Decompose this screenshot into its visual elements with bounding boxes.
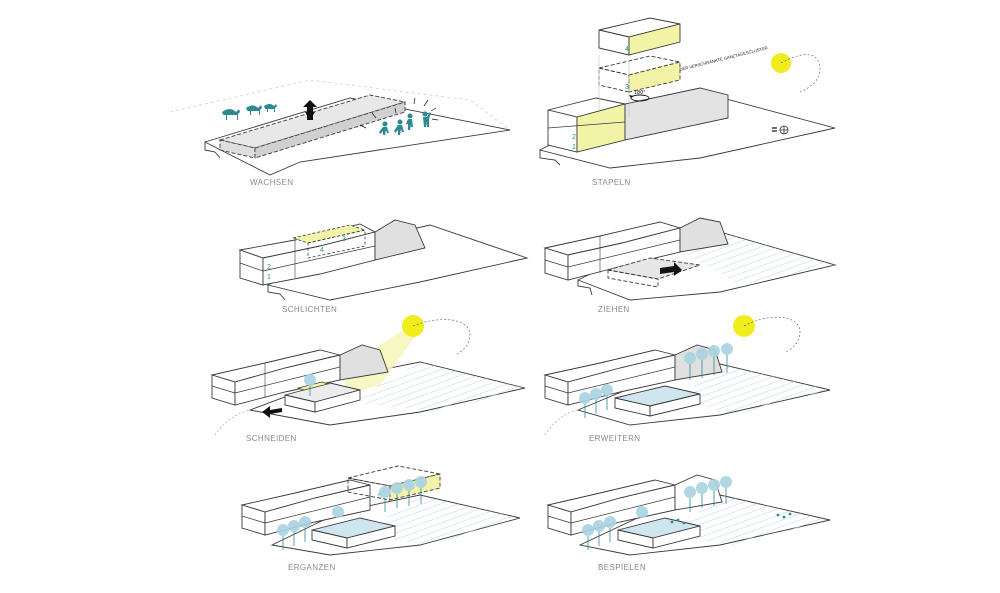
stacked-building xyxy=(210,344,389,406)
stacked-building xyxy=(238,219,426,286)
panel-stapeln: 180° 1 2 3 4 DER VERSCHRÄNKTE GANZTAGESC… xyxy=(538,17,836,169)
growing-volume xyxy=(218,94,406,159)
pulled-volume xyxy=(607,257,701,288)
floor-label-5: 5 xyxy=(378,493,382,500)
up-arrow-icon xyxy=(303,100,317,120)
tree-trunks xyxy=(584,355,728,418)
arrow-icon xyxy=(660,262,682,276)
rotation-angle-label: 180° xyxy=(634,90,645,96)
caption-erganzen: ERGANZEN xyxy=(288,563,336,572)
panel-erganzen: 5 xyxy=(240,465,521,556)
floor-label-4: 4 xyxy=(320,247,324,254)
floor-label-1: 1 xyxy=(572,144,576,151)
tree-trunks xyxy=(587,488,727,550)
cluster-note: DER VERSCHRÄNKTE GANZTAGESCLUSTER xyxy=(679,45,768,72)
horses-icon xyxy=(222,104,277,120)
panel-ziehen xyxy=(543,217,837,301)
sun-icon xyxy=(771,53,821,93)
base-volume xyxy=(547,87,729,153)
floor-label-2: 2 xyxy=(572,134,576,141)
sun-icon xyxy=(733,315,801,353)
tree-icon xyxy=(304,374,316,396)
caption-wachsen: WACHSEN xyxy=(250,178,294,187)
floor-label-1: 1 xyxy=(267,274,271,281)
motion-lines xyxy=(359,97,439,129)
caption-stapeln: STAPELN xyxy=(592,178,631,187)
people-icon xyxy=(379,111,431,135)
added-volume-5 xyxy=(347,465,441,501)
panel-bespielen xyxy=(546,474,831,556)
north-arrow-icon xyxy=(772,125,789,135)
caption-erweitern: ERWEITERN xyxy=(589,434,641,443)
site-plane xyxy=(169,79,511,176)
caption-schneiden: SCHNEIDEN xyxy=(246,434,297,443)
floor-label-3: 3 xyxy=(342,236,346,243)
panel-erweitern xyxy=(543,315,831,436)
caption-bespielen: BESPIELEN xyxy=(598,563,647,572)
people-icon xyxy=(670,512,792,525)
floor-label-3: 3 xyxy=(625,84,629,91)
panel-schneiden xyxy=(210,315,526,436)
rotation-icon xyxy=(629,94,650,102)
floor-label-2: 2 xyxy=(267,264,271,271)
panel-schlichten: 1 2 3 4 xyxy=(238,219,529,301)
cut-volume xyxy=(284,381,361,413)
caption-schlichten: SCHLICHTEN xyxy=(282,305,338,314)
stacked-volume-3 xyxy=(598,55,681,117)
sun-icon xyxy=(402,315,471,356)
stacked-building xyxy=(543,217,729,281)
tree-trunks xyxy=(282,488,422,550)
tree-row xyxy=(277,476,427,536)
tree-row xyxy=(579,343,733,404)
pool-volume xyxy=(614,385,701,417)
floor-label-4: 4 xyxy=(625,46,629,53)
stacked-volume-4 xyxy=(598,17,681,56)
tree-row xyxy=(582,476,732,536)
arrow-icon xyxy=(262,406,282,418)
pool-volume xyxy=(311,517,396,549)
pool-volume xyxy=(617,517,701,549)
panel-wachsen xyxy=(169,79,511,176)
caption-ziehen: ZIEHEN xyxy=(598,305,630,314)
